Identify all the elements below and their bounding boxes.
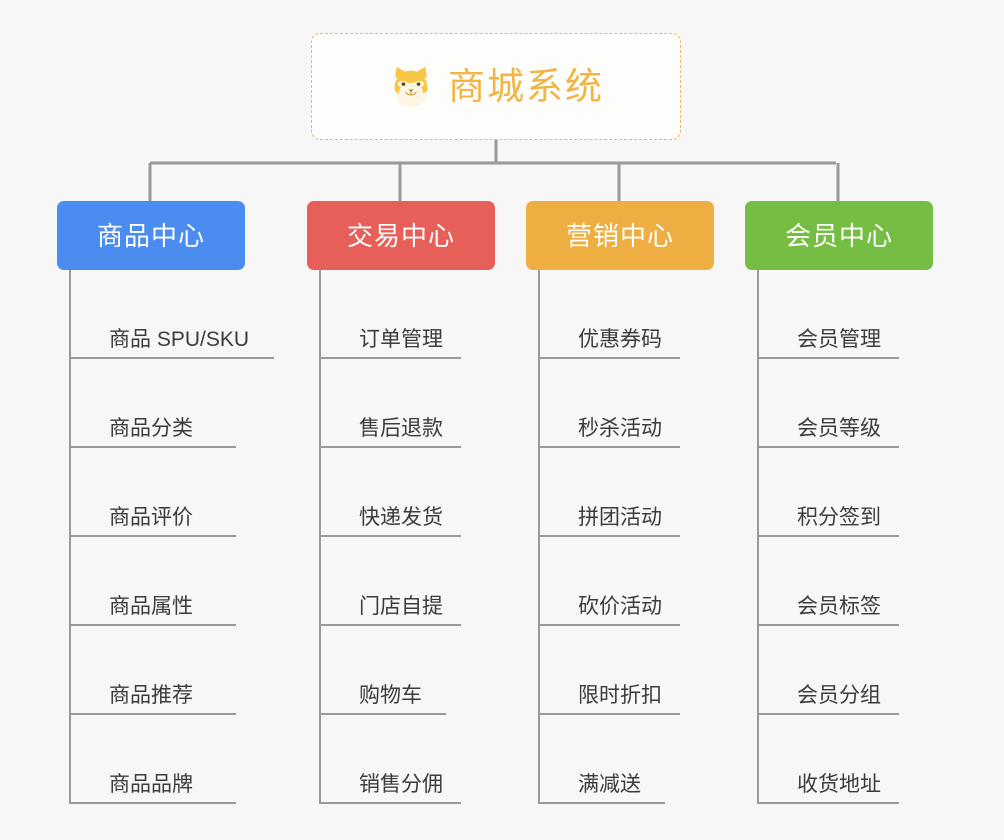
sub-item[interactable]: 会员标签 — [759, 537, 899, 626]
sub-item[interactable]: 商品品牌 — [71, 715, 236, 804]
sub-item[interactable]: 秒杀活动 — [540, 359, 680, 448]
sub-item[interactable]: 优惠券码 — [540, 270, 680, 359]
sub-item[interactable]: 砍价活动 — [540, 537, 680, 626]
sub-item[interactable]: 快递发货 — [321, 448, 461, 537]
sub-item-label: 会员等级 — [797, 417, 881, 440]
shiba-inu-dog-face-icon — [394, 66, 428, 107]
sub-item-label: 积分签到 — [797, 506, 881, 529]
sub-item[interactable]: 拼团活动 — [540, 448, 680, 537]
sub-item[interactable]: 会员分组 — [759, 626, 899, 715]
sub-item[interactable]: 商品属性 — [71, 537, 236, 626]
category-box-marketing[interactable]: 营销中心 — [526, 201, 714, 270]
sub-item-label: 购物车 — [359, 684, 422, 707]
sub-item-label: 秒杀活动 — [578, 417, 662, 440]
sub-item-label: 商品分类 — [109, 417, 193, 440]
sub-item[interactable]: 商品推荐 — [71, 626, 236, 715]
category-label: 商品中心 — [96, 220, 205, 251]
sub-item[interactable]: 商品分类 — [71, 359, 236, 448]
sub-item-label: 销售分佣 — [359, 773, 443, 796]
sub-item-label: 限时折扣 — [578, 684, 662, 707]
sub-item-list: 订单管理 售后退款 快递发货 门店自提 购物车 销售分佣 — [319, 270, 495, 804]
sub-item-label: 商品属性 — [109, 595, 193, 618]
sub-item[interactable]: 门店自提 — [321, 537, 461, 626]
sub-item[interactable]: 积分签到 — [759, 448, 899, 537]
root-node[interactable]: 商城系统 — [311, 33, 681, 140]
sub-item[interactable]: 会员等级 — [759, 359, 899, 448]
category-label: 营销中心 — [565, 220, 674, 251]
branch-column-trade: 交易中心 订单管理 售后退款 快递发货 门店自提 购物车 — [307, 201, 495, 804]
sub-item[interactable]: 限时折扣 — [540, 626, 680, 715]
category-label: 交易中心 — [346, 220, 455, 251]
sub-item[interactable]: 收货地址 — [759, 715, 899, 804]
sub-item-label: 砍价活动 — [578, 595, 662, 618]
sub-item-label: 商品 SPU/SKU — [109, 328, 250, 351]
sub-item-label: 拼团活动 — [578, 506, 662, 529]
branch-column-member: 会员中心 会员管理 会员等级 积分签到 会员标签 会员分组 — [745, 201, 933, 804]
sub-item-list: 优惠券码 秒杀活动 拼团活动 砍价活动 限时折扣 满减送 — [538, 270, 714, 804]
sub-item-label: 会员分组 — [797, 684, 881, 707]
sub-item[interactable]: 销售分佣 — [321, 715, 461, 804]
category-box-member[interactable]: 会员中心 — [745, 201, 933, 270]
sub-item-label: 快递发货 — [359, 506, 443, 529]
sub-item[interactable]: 商品 SPU/SKU — [71, 270, 274, 359]
sub-item-label: 会员标签 — [797, 595, 881, 618]
sub-item-label: 门店自提 — [359, 595, 443, 618]
category-box-commodity[interactable]: 商品中心 — [57, 201, 245, 270]
category-box-trade[interactable]: 交易中心 — [307, 201, 495, 270]
sub-item-label: 商品评价 — [109, 506, 193, 529]
branch-column-marketing: 营销中心 优惠券码 秒杀活动 拼团活动 砍价活动 限时折扣 — [526, 201, 714, 804]
sub-item-list: 会员管理 会员等级 积分签到 会员标签 会员分组 收货地址 — [757, 270, 933, 804]
sub-item-label: 商品推荐 — [109, 684, 193, 707]
sub-item-label: 满减送 — [578, 773, 641, 796]
sub-item-label: 会员管理 — [797, 328, 881, 351]
category-label: 会员中心 — [784, 220, 893, 251]
sub-item-label: 售后退款 — [359, 417, 443, 440]
sub-item[interactable]: 会员管理 — [759, 270, 899, 359]
sub-item-label: 订单管理 — [359, 328, 443, 351]
root-title: 商城系统 — [448, 66, 604, 107]
sub-item-label: 优惠券码 — [578, 328, 662, 351]
sub-item[interactable]: 商品评价 — [71, 448, 236, 537]
sub-item-label: 商品品牌 — [109, 773, 193, 796]
sub-item[interactable]: 订单管理 — [321, 270, 461, 359]
sub-item-list: 商品 SPU/SKU 商品分类 商品评价 商品属性 商品推荐 商品品牌 — [69, 270, 274, 804]
sub-item-label: 收货地址 — [797, 773, 881, 796]
sub-item[interactable]: 购物车 — [321, 626, 446, 715]
sub-item[interactable]: 满减送 — [540, 715, 665, 804]
branch-column-commodity: 商品中心 商品 SPU/SKU 商品分类 商品评价 商品属性 商品推荐 — [57, 201, 274, 804]
sub-item[interactable]: 售后退款 — [321, 359, 461, 448]
